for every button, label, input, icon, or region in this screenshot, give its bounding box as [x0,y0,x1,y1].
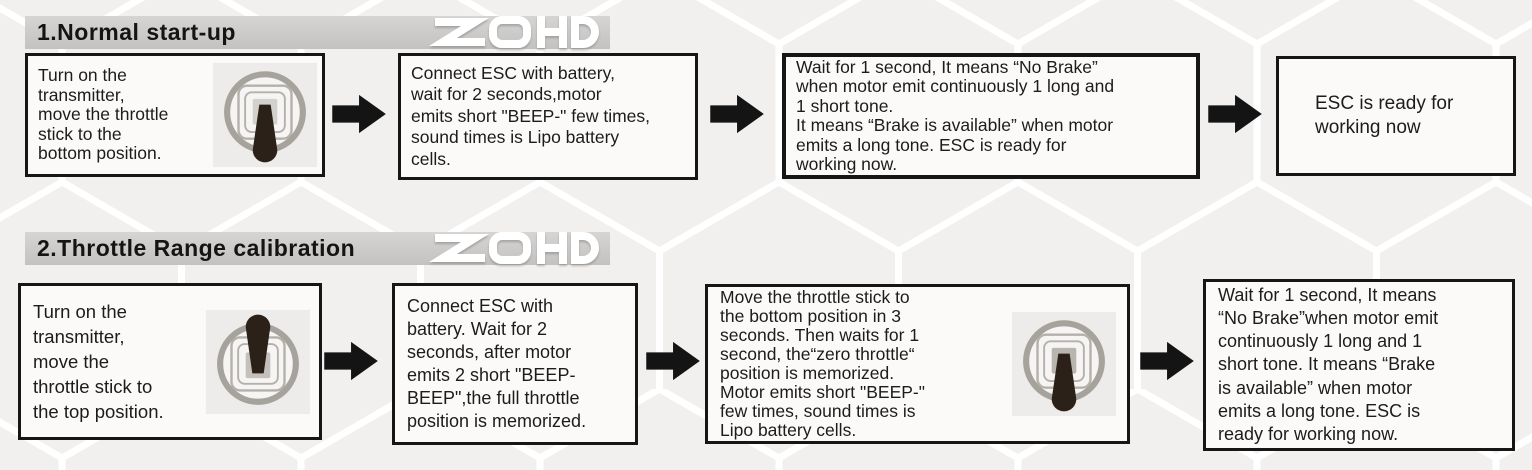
step-text: Move the throttle stick to the bottom po… [720,287,925,440]
arrow-right-icon [646,341,700,381]
arrow-right-icon [332,94,386,134]
zohd-logo [429,232,599,264]
arrow-right-icon [710,94,764,134]
zohd-logo [429,16,599,48]
section-1-title: 1.Normal start-up [37,19,236,45]
arrow-right-icon [1208,94,1262,134]
throttle-stick-up-illustration [205,309,311,414]
throttle-stick-down-illustration [212,62,318,168]
step-box-normal-4: ESC is ready for working now [1276,56,1516,176]
step-text: Connect ESC with battery, wait for 2 sec… [411,62,651,169]
step-text: Turn on the transmitter, move the thrott… [38,65,169,164]
step-text: Wait for 1 second, It means “No Brake” w… [796,56,1115,174]
step-box-normal-3: Wait for 1 second, It means “No Brake” w… [782,53,1200,179]
step-box-normal-1: Turn on the transmitter, move the thrott… [25,53,325,177]
step-text: ESC is ready for working now [1315,93,1454,138]
step-box-calibration-3: Move the throttle stick to the bottom po… [705,284,1130,444]
step-box-calibration-1: Turn on the transmitter, move the thrott… [18,283,322,440]
throttle-stick-down-illustration [1011,311,1117,417]
step-box-normal-2: Connect ESC with battery, wait for 2 sec… [398,53,698,180]
step-text: Connect ESC with battery. Wait for 2 sec… [407,296,587,431]
step-text: Turn on the transmitter, move the thrott… [33,301,164,422]
section-2-title: 2.Throttle Range calibration [37,235,356,261]
arrow-right-icon [1140,341,1194,381]
step-text: Wait for 1 second, It means “No Brake”wh… [1218,284,1439,445]
arrow-right-icon [324,341,378,381]
step-box-calibration-2: Connect ESC with battery. Wait for 2 sec… [392,283,638,445]
step-box-calibration-4: Wait for 1 second, It means “No Brake”wh… [1203,279,1515,451]
